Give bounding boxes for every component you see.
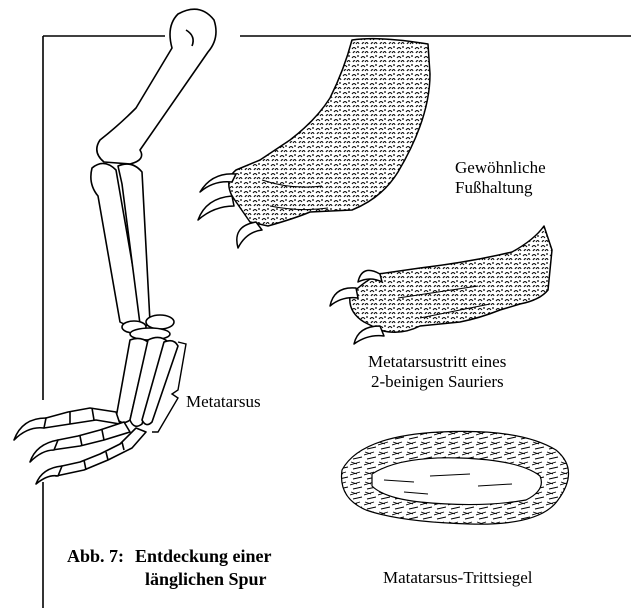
label-metatarsal-walk-line1: Metatarsustritt eines [368, 352, 506, 372]
label-metatarsal-walk-line2: 2-beinigen Sauriers [371, 372, 504, 392]
caption-line2: länglichen Spur [145, 568, 267, 590]
label-normal-posture-line1: Gewöhnliche [455, 158, 546, 178]
label-footprint: Matatarsus-Trittsiegel [383, 568, 533, 588]
caption-line1: Entdeckung einer [135, 545, 272, 567]
label-normal-posture-line2: Fußhaltung [455, 178, 532, 198]
label-metatarsus: Metatarsus [186, 392, 261, 412]
normal-posture-foot-drawing [198, 39, 430, 248]
footprint-drawing [342, 431, 569, 524]
metatarsal-walk-foot-drawing [330, 226, 552, 344]
leg-skeleton-drawing [14, 9, 216, 484]
caption-number: Abb. 7: [67, 545, 124, 567]
